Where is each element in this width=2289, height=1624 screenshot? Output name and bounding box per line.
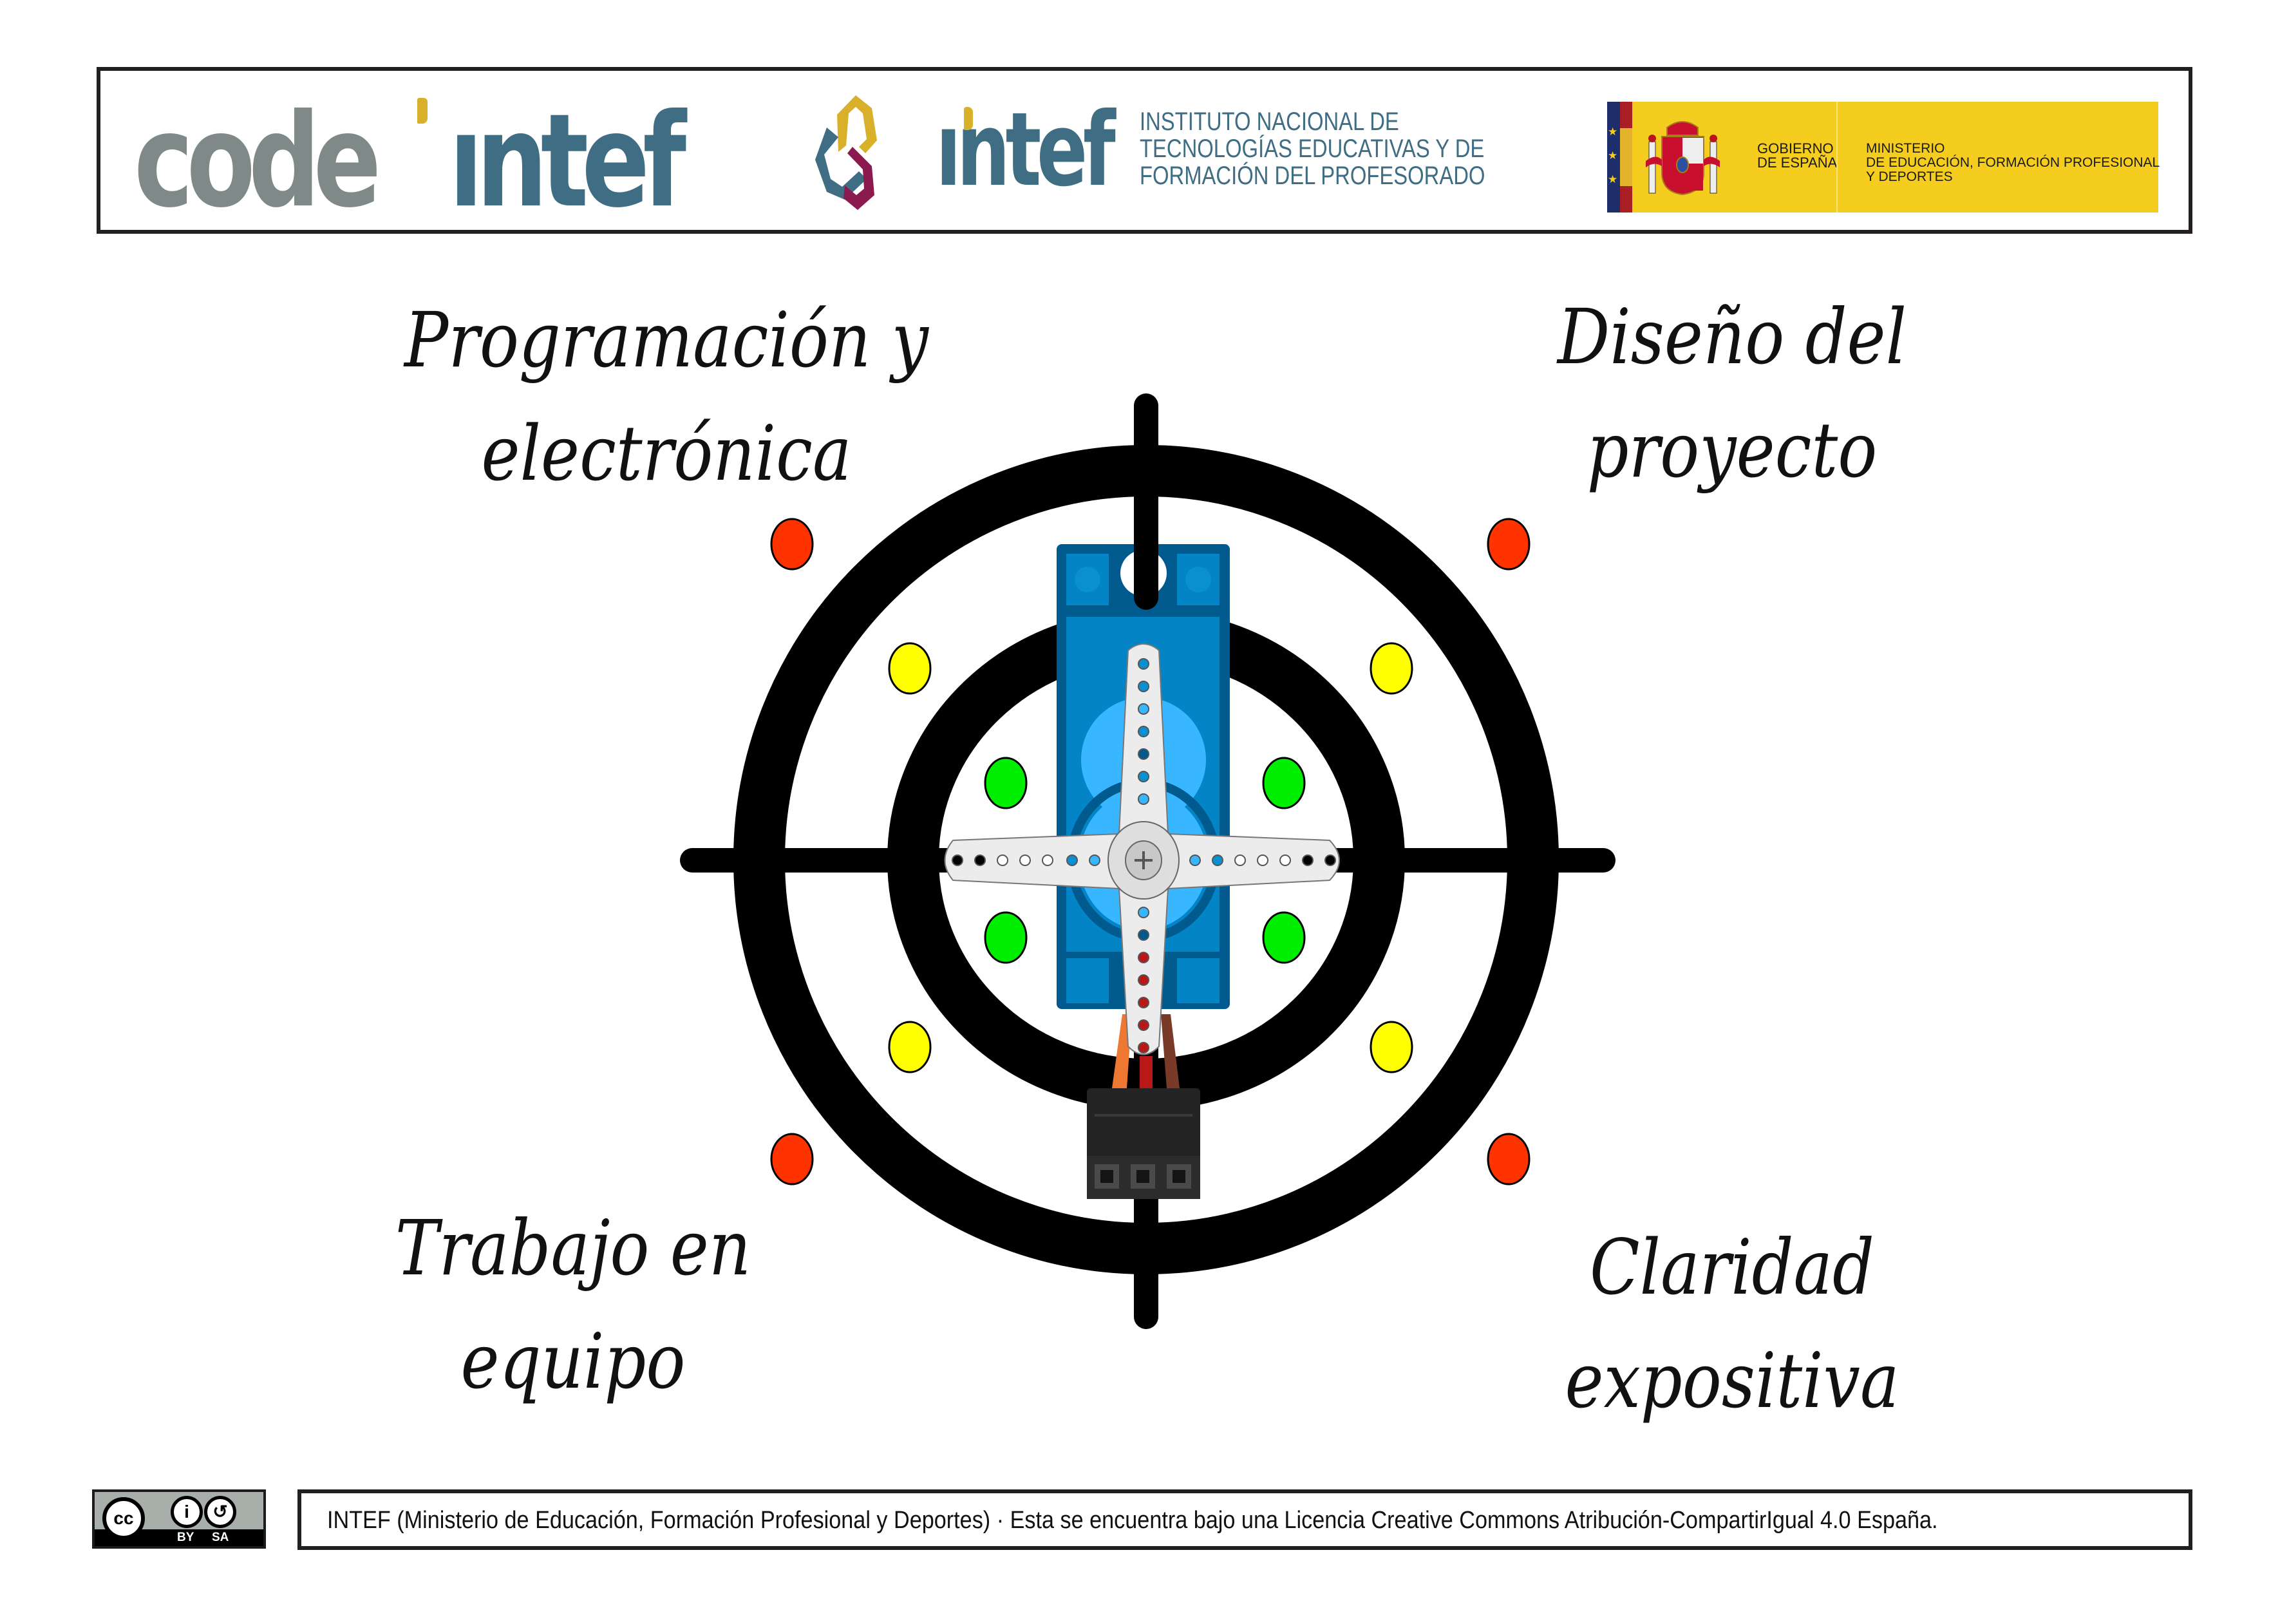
- yellow-dot: [1370, 1021, 1413, 1073]
- green-dot: [984, 911, 1028, 964]
- intef-logo-dot: [964, 107, 973, 130]
- label-trabajo-equipo: Trabajo en equipo: [324, 1191, 822, 1418]
- green-dot: [1262, 911, 1306, 964]
- servo-motor-icon: [944, 529, 1340, 1199]
- ministry-line-1: MINISTERIO: [1866, 141, 1945, 156]
- star-icon: ★: [1608, 173, 1618, 185]
- red-dot: [1487, 518, 1531, 571]
- header-banner: code ıntef ıntef INSTITUTO NACIONAL DE T…: [97, 67, 2192, 234]
- label-line: Diseño del: [1557, 292, 1907, 381]
- inner-zone-dots: [984, 757, 1306, 964]
- green-dot: [984, 757, 1028, 809]
- label-claridad-expositiva: Claridad expositiva: [1483, 1211, 1981, 1437]
- yellow-dot: [888, 642, 932, 695]
- ministry-text: MINISTERIO DE EDUCACIÓN, FORMACIÓN PROFE…: [1866, 142, 2160, 184]
- red-dot: [1487, 1133, 1531, 1185]
- codeintef-logo-dot: [417, 98, 428, 124]
- label-diseno-proyecto: Diseño del proyecto: [1483, 280, 1981, 507]
- cc-icon: cc: [102, 1497, 145, 1540]
- ministry-line-2: DE EDUCACIÓN, FORMACIÓN PROFESIONAL: [1866, 155, 2160, 170]
- label-line: proyecto: [1587, 406, 1878, 495]
- label-line: equipo: [460, 1317, 686, 1406]
- spain-flag-yellow: [1620, 128, 1632, 186]
- label-line: Trabajo en: [395, 1204, 751, 1292]
- intef-line-1: INSTITUTO NACIONAL DE: [1140, 108, 1399, 136]
- codeintef-logo-intef: ıntef: [448, 86, 686, 236]
- ministry-line-3: Y DEPORTES: [1866, 169, 1953, 184]
- intef-institute-name: INSTITUTO NACIONAL DE TECNOLOGÍAS EDUCAT…: [1140, 108, 1485, 189]
- gov-line-2: DE ESPAÑA: [1757, 155, 1838, 171]
- share-alike-icon: ↺: [204, 1496, 236, 1528]
- by-label: BY: [177, 1531, 194, 1544]
- license-footer: INTEF (Ministerio de Educación, Formació…: [297, 1489, 2192, 1550]
- outer-zone-dots: [770, 518, 1531, 1185]
- label-line: Claridad: [1589, 1223, 1874, 1312]
- label-programacion-electronica: Programación y electrónica: [353, 283, 979, 510]
- cc-license-badge[interactable]: cc i ↺ BY SA: [92, 1489, 266, 1549]
- green-dot: [1262, 757, 1306, 809]
- yellow-dot: [888, 1021, 932, 1073]
- gobierno-logo: ★ ★ ★ GOBIERNO DE ESPAÑA MINISTERIO DE E…: [1607, 102, 2160, 212]
- gobierno-espana-text: GOBIERNO DE ESPAÑA: [1757, 142, 1837, 170]
- label-line: Programación y: [404, 296, 928, 384]
- divider: [1836, 102, 1838, 212]
- middle-zone-dots: [888, 642, 1413, 1073]
- gov-line-1: GOBIERNO: [1757, 140, 1834, 156]
- label-line: electrónica: [481, 409, 852, 498]
- attribution-icon: i: [171, 1496, 203, 1528]
- label-line: expositiva: [1565, 1336, 1899, 1425]
- intef-knot-icon: [815, 95, 877, 210]
- license-text: INTEF (Ministerio de Educación, Formació…: [327, 1507, 1938, 1534]
- codeintef-logo-code: code: [134, 86, 381, 236]
- sa-label: SA: [212, 1531, 229, 1544]
- red-dot: [770, 1133, 814, 1185]
- codeintef-logo: code ıntef: [134, 86, 744, 236]
- coat-of-arms-icon: [1646, 121, 1720, 196]
- yellow-dot: [1370, 642, 1413, 695]
- star-icon: ★: [1608, 149, 1618, 162]
- intef-line-2: TECNOLOGÍAS EDUCATIVAS Y DE: [1140, 135, 1485, 163]
- star-icon: ★: [1608, 126, 1618, 138]
- intef-line-3: FORMACIÓN DEL PROFESORADO: [1140, 162, 1485, 190]
- red-dot: [770, 518, 814, 571]
- eu-flag-strip: [1607, 102, 1620, 212]
